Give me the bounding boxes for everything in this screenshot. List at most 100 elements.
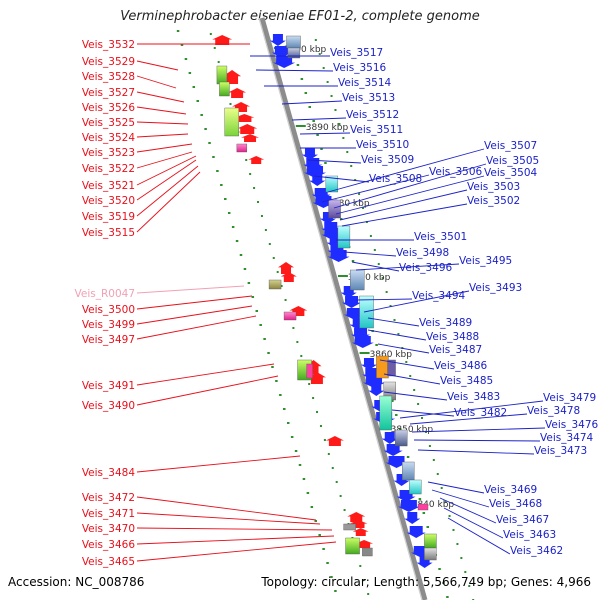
right-gene-label: Veis_3505 xyxy=(486,155,539,167)
guide-dot-inner-right xyxy=(354,179,357,181)
guide-dot-inner-left xyxy=(319,425,322,427)
guide-dot-inner-right xyxy=(322,67,325,69)
guide-dot-inner-right xyxy=(385,291,388,293)
gene-block xyxy=(337,225,351,249)
right-gene-label: Veis_3496 xyxy=(399,262,453,274)
left-label-leader xyxy=(136,305,253,325)
right-gene-label: Veis_3493 xyxy=(469,282,522,294)
guide-dot-inner-right xyxy=(334,109,337,111)
right-label-leader xyxy=(327,148,485,193)
guide-dot-inner-right xyxy=(373,249,376,251)
right-gene-label: Veis_3479 xyxy=(543,392,596,404)
forward-gene-arrow xyxy=(280,272,297,282)
guide-dot-inner-right xyxy=(338,123,341,125)
right-gene-label: Veis_3489 xyxy=(419,317,472,329)
gene-block xyxy=(409,479,422,495)
gene-block xyxy=(224,107,239,137)
guide-dot-inner-right xyxy=(326,81,329,83)
right-gene-label: Veis_3494 xyxy=(412,290,466,302)
gene-block xyxy=(287,47,301,59)
guide-dot-inner-left xyxy=(257,201,260,203)
right-label-leader xyxy=(399,400,544,419)
guide-dot-inner-right xyxy=(448,515,451,517)
guide-dot-inner-left xyxy=(253,187,256,189)
ruler-label: 3850 kbp xyxy=(391,425,434,435)
right-gene-label: Veis_3504 xyxy=(484,167,538,179)
left-gene-label: Veis_3490 xyxy=(82,400,135,412)
guide-dot-inner-right xyxy=(432,459,435,461)
guide-dot-right xyxy=(308,106,311,108)
gene-block xyxy=(350,269,365,291)
left-label-leader xyxy=(136,315,257,340)
guide-dot-inner-left xyxy=(367,593,370,595)
guide-dot-inner-left xyxy=(264,229,267,231)
right-label-leader xyxy=(427,481,485,494)
guide-dot-right xyxy=(312,120,315,122)
guide-dot-right xyxy=(316,134,319,136)
left-label-leader xyxy=(136,541,337,562)
right-label-leader xyxy=(367,317,420,327)
guide-dot-inner-left xyxy=(343,509,346,511)
left-label-leader xyxy=(136,496,317,521)
reverse-gene-arrow xyxy=(383,444,403,456)
guide-dot-left xyxy=(318,534,321,536)
guide-dot-left xyxy=(322,548,325,550)
guide-dot-left xyxy=(176,30,180,32)
guide-dot-left xyxy=(220,184,223,186)
guide-dot-inner-right xyxy=(452,529,455,531)
guide-dot-left xyxy=(275,380,278,382)
right-label-leader xyxy=(351,261,400,272)
left-gene-label: Veis_3500 xyxy=(82,304,135,316)
reverse-gene-arrow xyxy=(351,336,374,348)
guide-dot-right xyxy=(304,92,308,94)
left-label-leader xyxy=(136,363,275,386)
guide-dot-right xyxy=(300,78,304,80)
right-gene-label: Veis_3517 xyxy=(330,47,383,59)
reverse-gene-arrow xyxy=(406,526,426,538)
guide-dot-left xyxy=(271,366,274,368)
guide-dot-inner-right xyxy=(358,193,361,195)
guide-dot-left xyxy=(192,86,196,88)
backbone-highlight xyxy=(258,17,423,600)
right-gene-label: Veis_3488 xyxy=(426,331,479,343)
gene-block xyxy=(362,547,373,557)
right-gene-label: Veis_3502 xyxy=(467,195,520,207)
gene-block xyxy=(283,311,297,321)
guide-dot-left xyxy=(330,576,333,578)
forward-gene-arrow xyxy=(352,528,369,536)
gene-block xyxy=(328,199,341,219)
left-label-leader xyxy=(136,121,189,125)
guide-dot-inner-left xyxy=(245,159,248,161)
right-gene-label: Veis_3495 xyxy=(459,255,512,267)
right-label-leader xyxy=(333,163,487,209)
forward-gene-arrow xyxy=(234,114,255,122)
guide-dot-left xyxy=(283,408,286,410)
gene-block xyxy=(345,537,360,555)
left-label-leader xyxy=(136,171,201,233)
guide-dot-left xyxy=(216,170,219,172)
guide-dot-left xyxy=(306,492,310,494)
guide-dot-left xyxy=(251,296,255,298)
forward-gene-arrow xyxy=(248,156,265,164)
gene-block xyxy=(325,175,339,193)
accession-label: Accession: NC_008786 xyxy=(8,575,145,589)
left-gene-label: Veis_R0047 xyxy=(75,288,135,300)
guide-dot-left xyxy=(310,506,314,508)
left-gene-label: Veis_3484 xyxy=(82,467,136,479)
right-gene-label: Veis_3474 xyxy=(540,432,594,444)
backbone-line xyxy=(259,17,428,600)
ruler-label: 3840 kbp xyxy=(412,500,455,510)
left-label-leader xyxy=(136,512,321,525)
guide-dot-left xyxy=(200,114,203,116)
right-label-leader xyxy=(377,343,430,354)
reverse-gene-arrow xyxy=(269,34,286,46)
guide-dot-left xyxy=(212,156,215,158)
guide-dot-inner-right xyxy=(346,151,349,153)
forward-gene-arrow xyxy=(223,70,242,84)
guide-dot-left xyxy=(326,562,329,564)
right-gene-label: Veis_3512 xyxy=(346,109,399,121)
forward-gene-arrow xyxy=(212,35,233,45)
guide-dot-right xyxy=(398,428,402,430)
guide-dot-inner-right xyxy=(409,375,412,377)
